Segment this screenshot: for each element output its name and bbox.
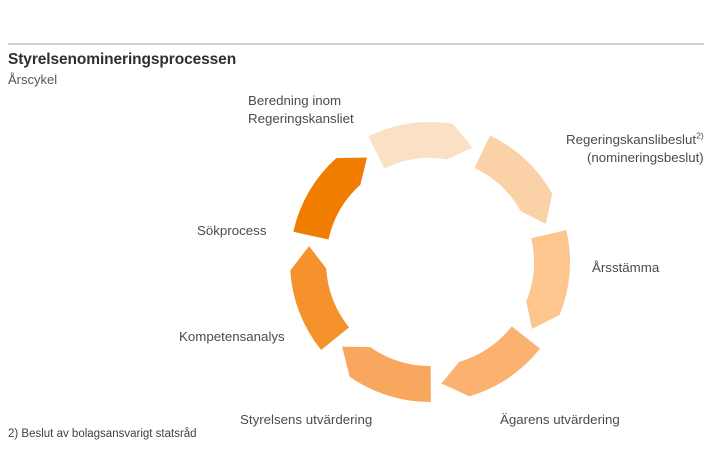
header-divider bbox=[8, 43, 704, 45]
cycle-label-line1: Beredning inom bbox=[248, 93, 342, 108]
cycle-segment-agarens-utvardering[interactable] bbox=[474, 135, 553, 224]
cycle-label-sokprocess: Sökprocess bbox=[197, 222, 266, 240]
cycle-label-line2: (nomineringsbeslut) bbox=[586, 149, 704, 165]
cycle-segment-sokprocess[interactable] bbox=[342, 346, 431, 402]
cycle-label-footnote-marker: 2) bbox=[696, 130, 704, 141]
cycle-label-agarens-utvardering: Ägarens utvärdering bbox=[500, 411, 620, 429]
cycle-label-kompetensanalys: Kompetensanalys bbox=[179, 328, 285, 346]
cycle-label-regeringskanslibeslut: Regeringskanslibeslut2) (nomineringsbeslu… bbox=[566, 131, 704, 167]
cycle-label-line2: Regeringskansliet bbox=[248, 110, 354, 126]
cycle-label-line1: Regeringskanslibeslut bbox=[566, 132, 697, 147]
page-title: Styrelsenomineringsprocessen bbox=[8, 51, 237, 68]
page-subtitle: Årscykel bbox=[8, 72, 58, 87]
cycle-segment-regeringskanslibeslut[interactable] bbox=[293, 157, 368, 240]
cycle-label-line1: Styrelsens utvärdering bbox=[240, 412, 373, 427]
cycle-label-styrelsens-utvardering: Styrelsens utvärdering bbox=[240, 411, 372, 429]
cycle-label-line1: Ägarens utvärdering bbox=[500, 412, 620, 427]
cycle-segment-arsstamma[interactable] bbox=[368, 121, 473, 169]
cycle-segment-beredning[interactable] bbox=[290, 246, 350, 350]
cycle-label-line1: Årsstämma bbox=[592, 260, 660, 275]
footnote-text: 2) Beslut av bolagsansvarigt statsråd bbox=[8, 428, 197, 440]
cycle-segment-styrelsens-utvardering[interactable] bbox=[526, 229, 570, 329]
cycle-label-line1: Sökprocess bbox=[197, 223, 267, 238]
cycle-label-arsstamma: Årsstämma bbox=[592, 259, 659, 277]
cycle-label-line1: Kompetensanalys bbox=[179, 329, 285, 344]
cycle-segment-kompetensanalys[interactable] bbox=[441, 326, 540, 397]
